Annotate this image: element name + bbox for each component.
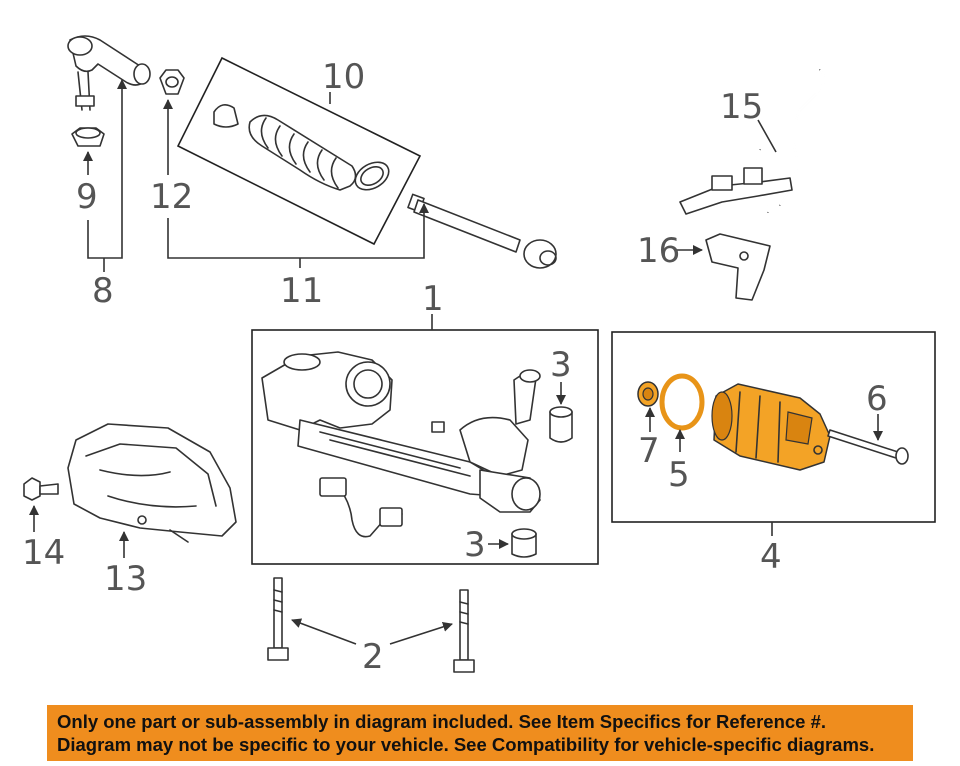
heat-shield-drawing [67, 423, 237, 543]
callout-2: 2 [362, 637, 384, 677]
motor-assembly-box [611, 331, 936, 523]
bellows-boot-drawing [213, 104, 390, 191]
parts-diagram: 9 8 12 10 11 15 [22, 35, 936, 677]
callout-16: 16 [637, 231, 680, 271]
disclaimer-line-1: Only one part or sub-assembly in diagram… [57, 711, 827, 732]
callout-3-lower: 3 [464, 525, 486, 565]
callout-15: 15 [720, 87, 763, 127]
bushing-3-lower-drawing [511, 528, 537, 558]
callout-5: 5 [668, 455, 690, 495]
callout-1: 1 [422, 279, 444, 319]
inner-tie-rod-drawing [407, 193, 557, 269]
nut-12-drawing [159, 69, 185, 95]
bolt-14-drawing [23, 477, 59, 501]
steering-gear-box [251, 329, 599, 565]
callout-9: 9 [76, 177, 98, 217]
hose-15-drawing [679, 69, 826, 215]
callout-3-upper: 3 [550, 345, 572, 385]
callout-6: 6 [866, 379, 888, 419]
bolt-2-left-drawing [267, 577, 289, 661]
boot-kit-box [176, 56, 422, 246]
motor-drawing [711, 383, 831, 471]
tie-rod-end-drawing [67, 35, 151, 111]
disclaimer-line-2: Diagram may not be specific to your vehi… [57, 734, 875, 755]
disclaimer-banner: Only one part or sub-assembly in diagram… [47, 705, 913, 761]
callout-13: 13 [104, 559, 147, 599]
callout-8: 8 [92, 271, 114, 311]
seal-7-drawing [637, 381, 659, 407]
nut-9-drawing [71, 127, 105, 147]
callout-11: 11 [280, 271, 323, 311]
callout-10: 10 [322, 57, 365, 97]
bracket-16-drawing [705, 233, 771, 301]
callout-14: 14 [22, 533, 65, 573]
bolt-2-right-drawing [453, 589, 475, 673]
o-ring-5-drawing [659, 373, 705, 431]
callout-12: 12 [150, 177, 193, 217]
steering-rack-drawing [261, 351, 541, 538]
callout-4: 4 [760, 537, 782, 577]
bushing-3-upper-drawing [549, 406, 573, 443]
callout-7: 7 [638, 431, 660, 471]
bolt-6-drawing [827, 429, 909, 465]
